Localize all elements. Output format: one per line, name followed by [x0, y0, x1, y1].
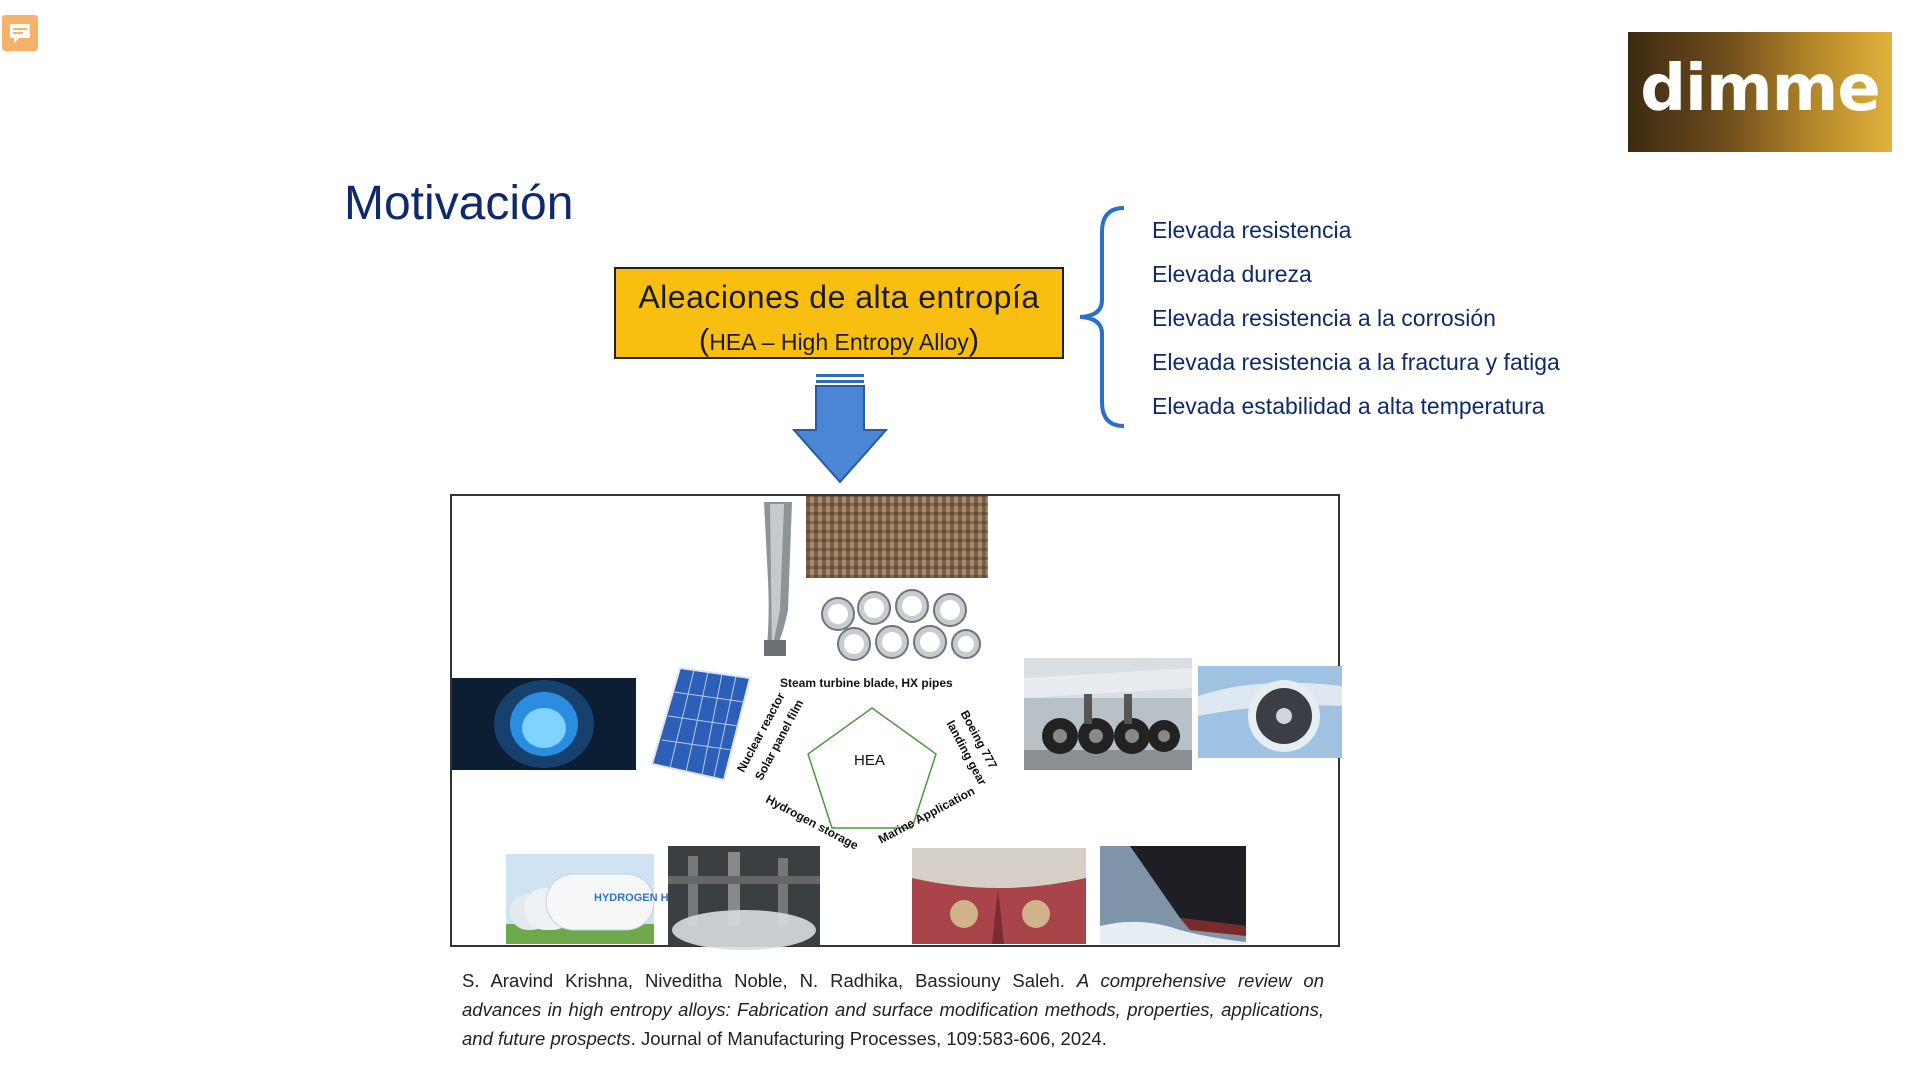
label-steam-turbine: Steam turbine blade, HX pipes: [780, 676, 953, 690]
ship-hull-image: [1100, 846, 1246, 944]
ship-propeller-image: [912, 848, 1086, 944]
close-paren: ): [968, 322, 980, 357]
wire-coil-image: [806, 496, 988, 578]
citation-authors: S. Aravind Krishna, Niveditha Noble, N. …: [462, 970, 1077, 991]
dimme-logo: dimme: [1628, 32, 1892, 152]
hea-pentagon: [807, 707, 937, 829]
nuclear-reactor-image: [452, 678, 636, 770]
curly-brace-icon: [1079, 206, 1125, 428]
property-item: Elevada resistencia a la fractura y fati…: [1152, 349, 1560, 375]
property-item: Elevada estabilidad a alta temperatura: [1152, 393, 1545, 419]
hea-subtitle: (HEA – High Entropy Alloy): [616, 322, 1062, 358]
hydrogen-tank-image: HYDROGEN H2: [506, 854, 675, 944]
turbine-blade-image: [752, 500, 802, 660]
hea-center-label: HEA: [854, 752, 885, 769]
property-item: Elevada resistencia a la corrosión: [1152, 305, 1496, 331]
comment-icon[interactable]: [2, 15, 38, 51]
hea-title: Aleaciones de alta entropía: [638, 279, 1040, 315]
property-item: Elevada dureza: [1152, 261, 1312, 287]
page-title: Motivación: [344, 177, 574, 230]
hea-box: Aleaciones de alta entropía (HEA – High …: [614, 267, 1064, 359]
citation-title: A comprehensive review on advances in hi…: [462, 970, 1324, 1049]
logo-text: dimme: [1640, 52, 1881, 126]
jet-engine-image: [1198, 666, 1342, 758]
landing-gear-image: [1024, 658, 1192, 770]
pipes-image: [816, 584, 982, 672]
solar-panel-image: [650, 664, 754, 782]
properties-list: Elevada resistencia Elevada dureza Eleva…: [1152, 214, 1560, 434]
citation: S. Aravind Krishna, Niveditha Noble, N. …: [462, 966, 1324, 1053]
cryogenic-plant-image: [668, 846, 820, 950]
citation-journal: . Journal of Manufacturing Processes, 10…: [630, 1028, 1107, 1049]
property-item: Elevada resistencia: [1152, 217, 1352, 243]
hea-subtitle-text: HEA – High Entropy Alloy: [709, 329, 969, 355]
applications-figure: HYDROGEN H2 HEA Steam turbine blade, HX …: [450, 494, 1342, 950]
down-arrow-icon: [791, 374, 889, 484]
tank-label: HYDROGEN H2: [594, 892, 675, 904]
open-paren: (: [698, 322, 710, 357]
